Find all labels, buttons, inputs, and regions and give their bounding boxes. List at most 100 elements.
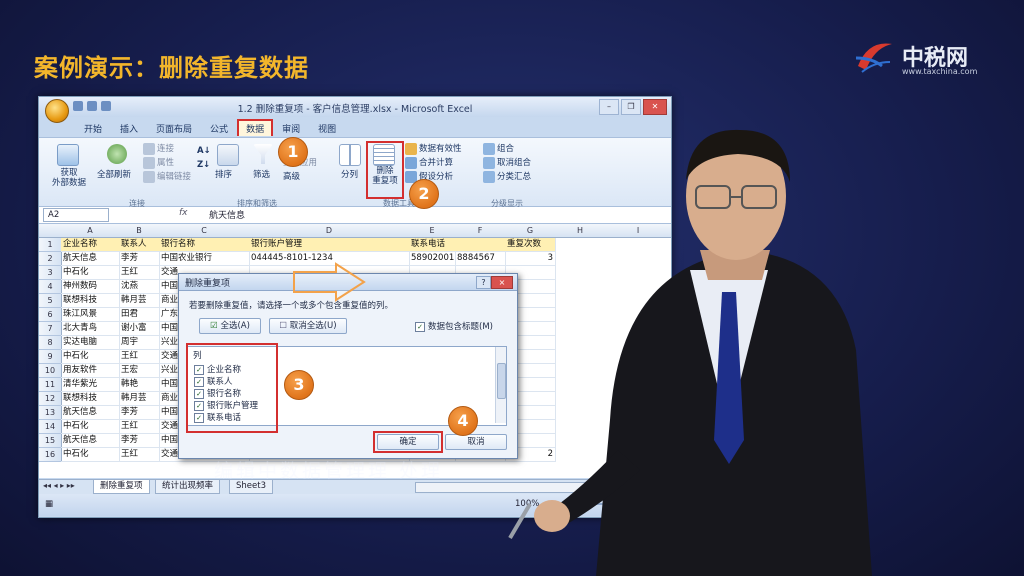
has-headers-checkbox[interactable]: ✓数据包含标题(M) xyxy=(415,320,493,332)
table-cell[interactable]: 58902001 xyxy=(409,252,456,266)
table-cell[interactable]: 王红 xyxy=(119,350,160,364)
zoom-level[interactable]: 100% xyxy=(515,499,540,509)
table-cell[interactable]: 田君 xyxy=(119,308,160,322)
get-external-data-button[interactable]: 获取 外部数据 xyxy=(51,168,86,188)
select-all-corner[interactable] xyxy=(39,224,62,238)
remove-duplicates-button[interactable]: 删除 重复项 xyxy=(372,166,398,186)
help-icon[interactable]: ? xyxy=(476,276,491,289)
row-header[interactable]: 10 xyxy=(39,364,62,378)
table-cell[interactable]: 王宏 xyxy=(119,364,160,378)
table-cell[interactable] xyxy=(505,294,556,308)
table-cell[interactable]: 王红 xyxy=(119,448,160,462)
table-cell[interactable]: 王红 xyxy=(119,266,160,280)
column-header[interactable]: F xyxy=(455,224,506,238)
header-cell[interactable]: 联系电话 xyxy=(409,238,506,252)
row-header[interactable]: 4 xyxy=(39,280,62,294)
connections-button[interactable]: 连接 xyxy=(143,142,174,155)
table-cell[interactable] xyxy=(505,364,556,378)
cancel-button[interactable]: 取消 xyxy=(445,434,507,450)
consolidate-button[interactable]: 合并计算 xyxy=(405,156,453,169)
edit-links-button[interactable]: 编辑链接 xyxy=(143,170,191,183)
table-cell[interactable]: 航天信息 xyxy=(61,252,120,266)
column-header[interactable]: A xyxy=(61,224,120,238)
table-cell[interactable] xyxy=(505,420,556,434)
row-header[interactable]: 3 xyxy=(39,266,62,280)
header-cell[interactable]: 银行名称 xyxy=(159,238,250,252)
table-cell[interactable] xyxy=(505,350,556,364)
column-header[interactable]: I xyxy=(605,224,671,238)
sort-button[interactable]: 排序 xyxy=(215,170,233,180)
table-cell[interactable]: 李芳 xyxy=(119,252,160,266)
refresh-all-button[interactable]: 全部刷新 xyxy=(97,170,132,180)
header-cell[interactable]: 企业名称 xyxy=(61,238,120,252)
close-icon[interactable]: × xyxy=(491,276,513,289)
header-cell[interactable]: 银行账户管理 xyxy=(249,238,410,252)
formula-content[interactable]: 航天信息 xyxy=(209,211,246,221)
table-cell[interactable]: 李芳 xyxy=(119,434,160,448)
text-to-columns-button[interactable]: 分列 xyxy=(341,170,359,180)
table-cell[interactable]: 韩月芸 xyxy=(119,392,160,406)
advanced-button[interactable]: 高级 xyxy=(283,172,301,182)
table-cell[interactable] xyxy=(505,266,556,280)
column-header[interactable]: D xyxy=(249,224,410,238)
table-cell[interactable]: 李芳 xyxy=(119,406,160,420)
column-checkbox[interactable]: ✓银行名称 xyxy=(194,387,241,399)
table-cell[interactable]: 中石化 xyxy=(61,266,120,280)
header-cell[interactable]: 重复次数 xyxy=(505,238,556,252)
row-header[interactable]: 12 xyxy=(39,392,62,406)
row-header[interactable]: 5 xyxy=(39,294,62,308)
table-cell[interactable]: 北大青鸟 xyxy=(61,322,120,336)
office-button[interactable] xyxy=(45,99,69,123)
data-validation-button[interactable]: 数据有效性 xyxy=(405,142,462,155)
sort-za-icon[interactable]: Z↓ xyxy=(197,160,211,170)
table-cell[interactable]: 沈燕 xyxy=(119,280,160,294)
column-checkbox[interactable]: ✓联系人 xyxy=(194,375,233,387)
row-header[interactable]: 14 xyxy=(39,420,62,434)
row-header[interactable]: 8 xyxy=(39,336,62,350)
column-header[interactable]: E xyxy=(409,224,456,238)
table-cell[interactable] xyxy=(505,322,556,336)
group-button[interactable]: 组合 xyxy=(483,142,514,155)
row-header[interactable]: 6 xyxy=(39,308,62,322)
unselect-all-button[interactable]: ☐ 取消全选(U) xyxy=(269,318,347,334)
tab-insert[interactable]: 插入 xyxy=(120,125,139,135)
minimize-icon[interactable]: – xyxy=(599,99,619,115)
sheet-tab-sheet3[interactable]: Sheet3 xyxy=(229,480,273,494)
sheet-tab-remove-duplicates[interactable]: 删除重复项 xyxy=(93,480,150,494)
sort-az-icon[interactable]: A↓ xyxy=(197,146,211,156)
table-cell[interactable]: 航天信息 xyxy=(61,434,120,448)
row-header[interactable]: 11 xyxy=(39,378,62,392)
ok-button[interactable]: 确定 xyxy=(377,434,439,450)
sheet-tab-frequency[interactable]: 统计出现频率 xyxy=(155,480,221,494)
table-cell[interactable]: 中国农业银行 xyxy=(159,252,250,266)
table-cell[interactable] xyxy=(505,392,556,406)
row-header[interactable]: 9 xyxy=(39,350,62,364)
column-checkbox[interactable]: ✓银行账户管理 xyxy=(194,399,258,411)
tab-formulas[interactable]: 公式 xyxy=(210,125,229,135)
table-cell[interactable]: 3 xyxy=(505,252,556,266)
table-cell[interactable] xyxy=(505,336,556,350)
row-header[interactable]: 13 xyxy=(39,406,62,420)
header-cell[interactable]: 联系人 xyxy=(119,238,160,252)
ungroup-button[interactable]: 取消组合 xyxy=(483,156,531,169)
restore-icon[interactable]: ❐ xyxy=(621,99,641,115)
table-cell[interactable]: 044445-8101-1234 xyxy=(249,252,410,266)
what-if-button[interactable]: 假设分析 xyxy=(405,170,453,183)
table-cell[interactable]: 联想科技 xyxy=(61,392,120,406)
table-cell[interactable] xyxy=(505,434,556,448)
select-all-button[interactable]: ☑ 全选(A) xyxy=(199,318,261,334)
table-cell[interactable]: 联想科技 xyxy=(61,294,120,308)
row-header[interactable]: 7 xyxy=(39,322,62,336)
table-cell[interactable]: 中石化 xyxy=(61,448,120,462)
table-cell[interactable]: 8884567 xyxy=(455,252,506,266)
row-header[interactable]: 16 xyxy=(39,448,62,462)
row-header[interactable]: 2 xyxy=(39,252,62,266)
table-cell[interactable]: 航天信息 xyxy=(61,406,120,420)
table-cell[interactable]: 清华紫光 xyxy=(61,378,120,392)
name-box[interactable]: A2 xyxy=(43,208,109,222)
column-checkbox[interactable]: ✓联系电话 xyxy=(194,411,241,423)
sheet-nav-icon[interactable]: ◂◂ ◂ ▸ ▸▸ xyxy=(43,481,75,490)
table-cell[interactable]: 珠江风景 xyxy=(61,308,120,322)
table-cell[interactable]: 实达电脑 xyxy=(61,336,120,350)
quick-access-toolbar[interactable] xyxy=(73,101,115,114)
